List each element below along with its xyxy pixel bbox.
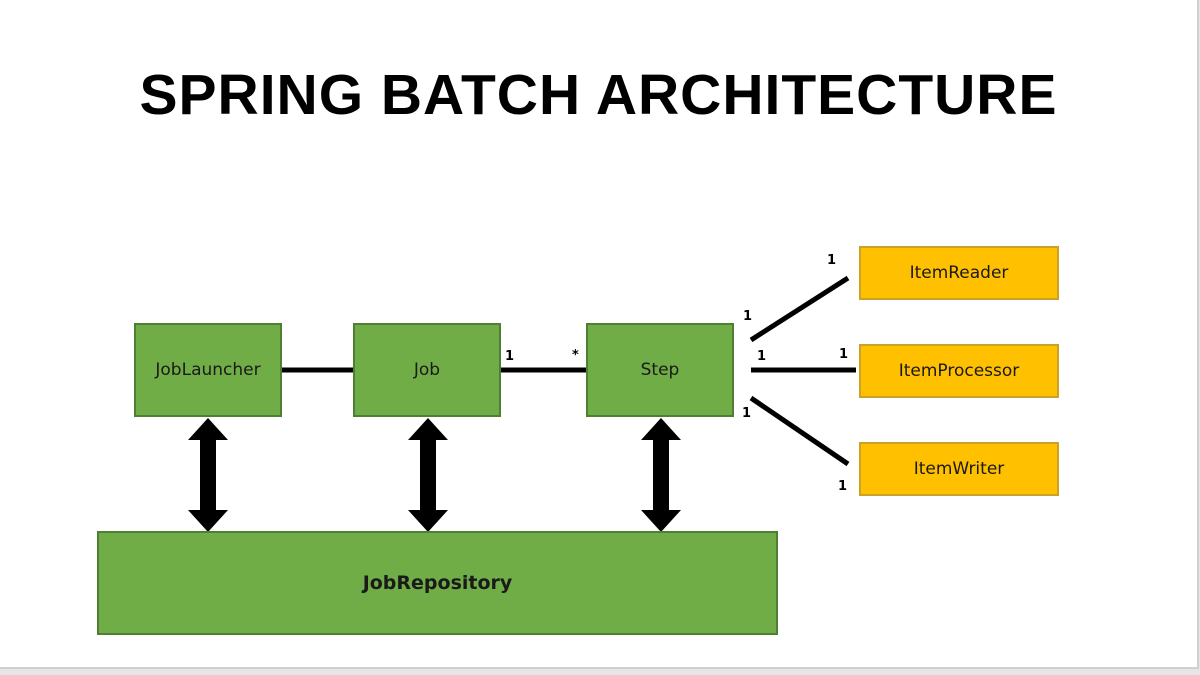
job-launcher-label: JobLauncher [155, 360, 261, 380]
job-repository-label: JobRepository [362, 572, 513, 594]
multiplicity-reader-step-end: 1 [743, 309, 753, 324]
item-writer-box: ItemWriter [859, 442, 1059, 496]
multiplicity-writer-step-end: 1 [742, 406, 752, 421]
multiplicity-processor-end: 1 [839, 347, 849, 362]
slide-title: SPRING BATCH ARCHITECTURE [139, 63, 1058, 127]
job-label: Job [413, 360, 441, 380]
job-launcher-box: JobLauncher [134, 323, 282, 417]
multiplicity-processor-step-end: 1 [757, 349, 767, 364]
job-repository-box: JobRepository [97, 531, 778, 635]
multiplicity-step-side: * [572, 348, 579, 363]
double-arrow-step-repository [641, 418, 681, 532]
step-box: Step [586, 323, 734, 417]
item-writer-label: ItemWriter [913, 459, 1005, 479]
connector-step-reader [749, 275, 850, 343]
multiplicity-reader-end: 1 [827, 253, 837, 268]
item-processor-label: ItemProcessor [898, 361, 1020, 381]
multiplicity-writer-end: 1 [838, 479, 848, 494]
multiplicity-job-side: 1 [505, 349, 515, 364]
double-arrow-launcher-repository [188, 418, 228, 532]
double-arrow-job-repository [408, 418, 448, 532]
item-processor-box: ItemProcessor [859, 344, 1059, 398]
job-box: Job [353, 323, 501, 417]
connector-step-writer [749, 395, 850, 467]
item-reader-box: ItemReader [859, 246, 1059, 300]
step-label: Step [640, 360, 680, 380]
item-reader-label: ItemReader [909, 263, 1009, 283]
